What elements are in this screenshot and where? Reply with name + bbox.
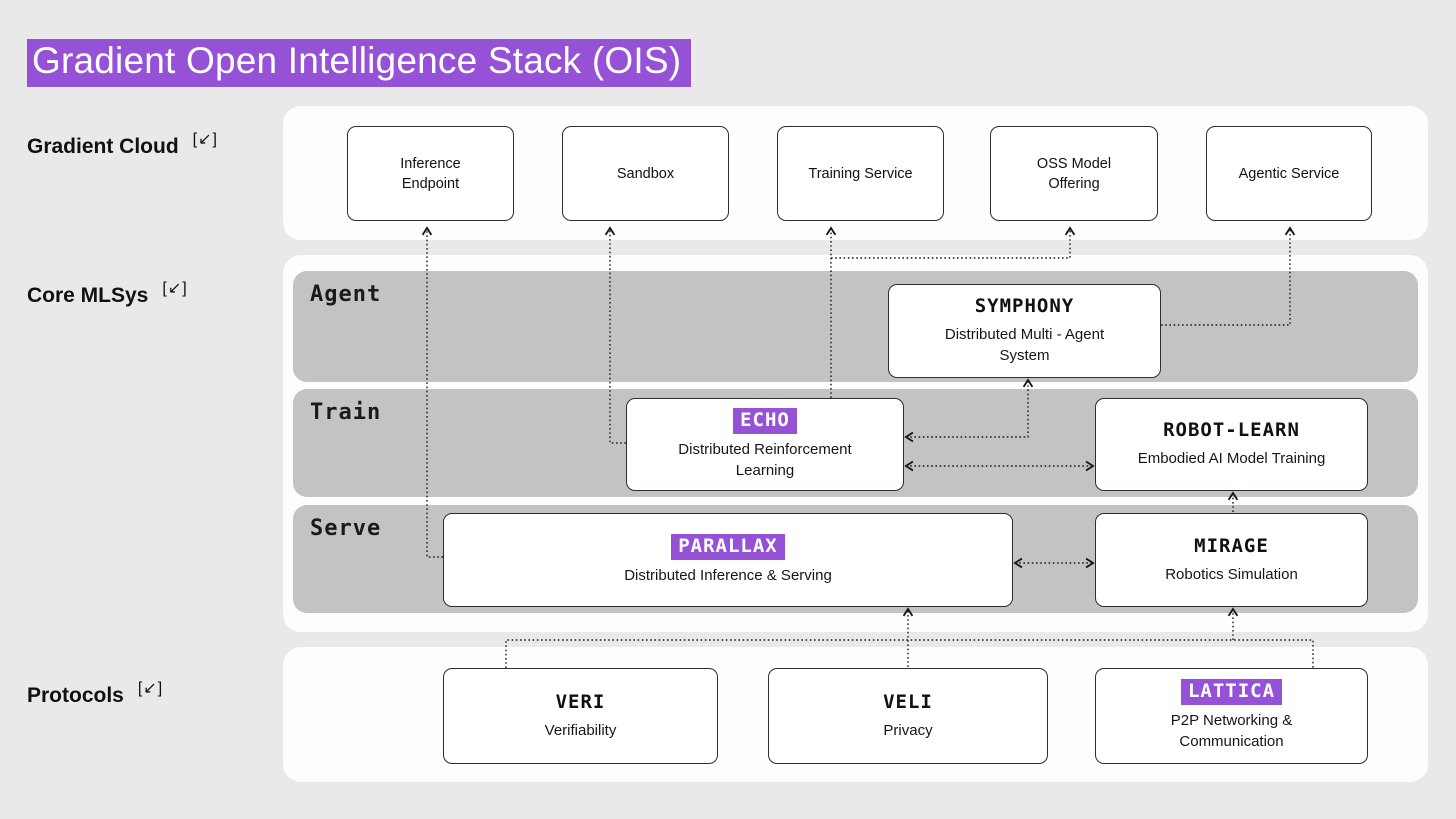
node-sandbox: Sandbox: [562, 126, 729, 221]
node-label: OSS Model Offering: [1036, 155, 1112, 192]
node-label: Sandbox: [616, 165, 675, 182]
node-agentic-service: Agentic Service: [1206, 126, 1372, 221]
serve-row-label: Serve: [310, 516, 382, 541]
node-description: Embodied AI Model Training: [1137, 450, 1326, 468]
node-description: Robotics Simulation: [1165, 565, 1298, 583]
node-echo: ECHO Distributed Reinforcement Learning: [626, 398, 904, 491]
node-title-highlighted: ECHO: [733, 407, 797, 434]
section-label-protocols: Protocols [↙]: [27, 680, 163, 708]
node-description: P2P Networking & Communication: [1170, 712, 1293, 751]
node-description: Verifiability: [544, 721, 617, 739]
expand-arrow-icon: [↙]: [162, 280, 188, 297]
node-symphony: SYMPHONY Distributed Multi - Agent Syste…: [888, 284, 1161, 378]
node-label: Agentic Service: [1238, 165, 1340, 182]
node-title: VELI: [883, 690, 933, 713]
agent-row: Agent: [293, 271, 1418, 382]
section-label-core-mlsys: Core MLSys [↙]: [27, 280, 188, 308]
section-label-text: Core MLSys: [27, 284, 149, 307]
node-label: Inference Endpoint: [400, 155, 461, 192]
node-label: Training Service: [808, 165, 913, 182]
node-parallax: PARALLAX Distributed Inference & Serving: [443, 513, 1013, 607]
node-title: ROBOT-LEARN: [1163, 419, 1300, 442]
node-title: SYMPHONY: [974, 295, 1075, 318]
node-description: Distributed Reinforcement Learning: [678, 440, 852, 479]
node-description: Distributed Multi - Agent System: [944, 326, 1105, 365]
node-title-highlighted: PARALLAX: [671, 533, 785, 560]
node-inference-endpoint: Inference Endpoint: [347, 126, 514, 221]
node-veri: VERI Verifiability: [443, 668, 718, 764]
agent-row-label: Agent: [310, 282, 382, 307]
node-veli: VELI Privacy: [768, 668, 1048, 764]
section-label-text: Protocols: [27, 684, 124, 707]
node-title: MIRAGE: [1194, 534, 1269, 557]
train-row-label: Train: [310, 400, 382, 425]
node-title: VERI: [555, 690, 606, 713]
node-title-highlighted: LATTICA: [1180, 679, 1283, 706]
section-label-gradient-cloud: Gradient Cloud [↙]: [27, 131, 218, 159]
expand-arrow-icon: [↙]: [192, 131, 218, 148]
node-oss-model-offering: OSS Model Offering: [990, 126, 1158, 221]
node-description: Distributed Inference & Serving: [624, 566, 832, 584]
node-mirage: MIRAGE Robotics Simulation: [1095, 513, 1368, 607]
node-lattica: LATTICA P2P Networking & Communication: [1095, 668, 1368, 764]
page-title: Gradient Open Intelligence Stack (OIS): [27, 39, 692, 87]
node-robot-learn: ROBOT-LEARN Embodied AI Model Training: [1095, 398, 1368, 491]
node-description: Privacy: [883, 721, 933, 739]
node-training-service: Training Service: [777, 126, 944, 221]
section-label-text: Gradient Cloud: [27, 135, 179, 158]
expand-arrow-icon: [↙]: [137, 680, 164, 697]
